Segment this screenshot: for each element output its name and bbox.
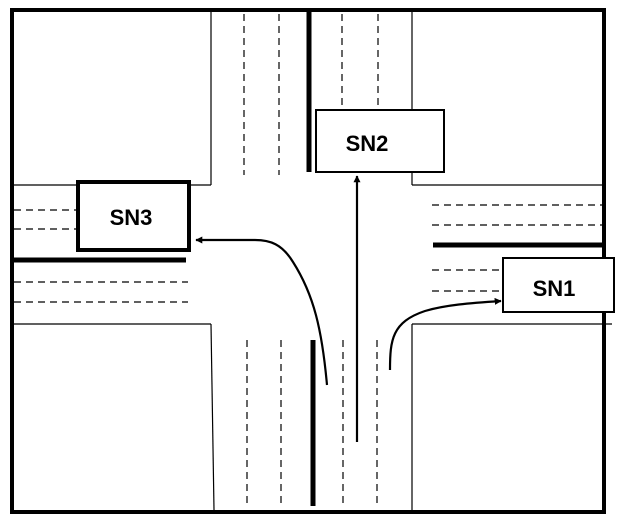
- sn3-label: SN3: [110, 205, 153, 230]
- median-dividers: [14, 12, 604, 506]
- south-road-left-edge: [210, 323, 215, 511]
- lane-markings: [14, 14, 604, 508]
- sn3-box: [76, 180, 191, 252]
- node-sn1: SN1: [502, 257, 615, 313]
- routes: [195, 175, 502, 442]
- node-sn2: SN2: [315, 109, 445, 173]
- right-turn-route-arrow: [388, 297, 502, 371]
- sn1-box: [502, 257, 615, 313]
- sn2-box: [315, 109, 445, 173]
- sn1-label: SN1: [533, 276, 576, 301]
- node-sn3: SN3: [76, 180, 191, 252]
- sn2-label: SN2: [346, 131, 389, 156]
- left-turn-route-arrow: [195, 236, 329, 386]
